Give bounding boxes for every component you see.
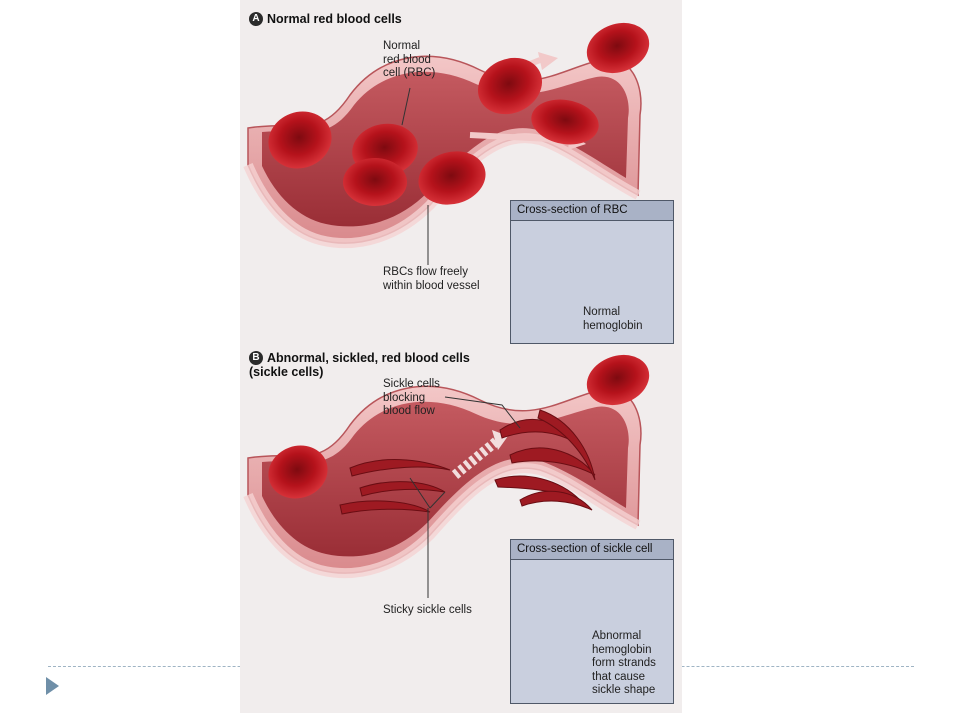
label-normal-hemoglobin: Normal hemoglobin	[583, 306, 643, 332]
rbc-cells-a	[268, 22, 650, 206]
label-sickle-cells-blocking: Sickle cells blocking blood flow	[383, 378, 440, 417]
inset-box-rbc: Cross-section of RBC	[510, 200, 674, 344]
section-a-title: A Normal red blood cells	[249, 12, 402, 26]
sickle-cells-b	[268, 354, 650, 515]
label-rbcs-flow-freely: RBCs flow freely within blood vessel	[383, 266, 480, 292]
sickle-cell-figure: A Normal red blood cells Normal red blood…	[240, 0, 682, 713]
inset-title-sickle: Cross-section of sickle cell	[511, 540, 673, 560]
label-abnormal-hemoglobin: Abnormal hemoglobin form strands that ca…	[592, 630, 656, 696]
section-b-title-text: Abnormal, sickled, red blood cells (sick…	[249, 351, 470, 379]
section-a-title-text: Normal red blood cells	[267, 12, 402, 26]
vessel-b	[243, 385, 642, 578]
inset-box-sickle: Cross-section of sickle cell	[510, 539, 674, 704]
leader-lines-b	[409, 396, 521, 598]
slide-bullet-triangle-icon	[46, 677, 59, 695]
section-b-badge: B	[249, 351, 263, 365]
label-normal-rbc: Normal red blood cell (RBC)	[383, 40, 436, 79]
label-sticky-sickle-cells: Sticky sickle cells	[383, 604, 472, 616]
figure-illustration	[243, 22, 667, 665]
inset-title-rbc: Cross-section of RBC	[511, 201, 673, 221]
section-a-badge: A	[249, 12, 263, 26]
